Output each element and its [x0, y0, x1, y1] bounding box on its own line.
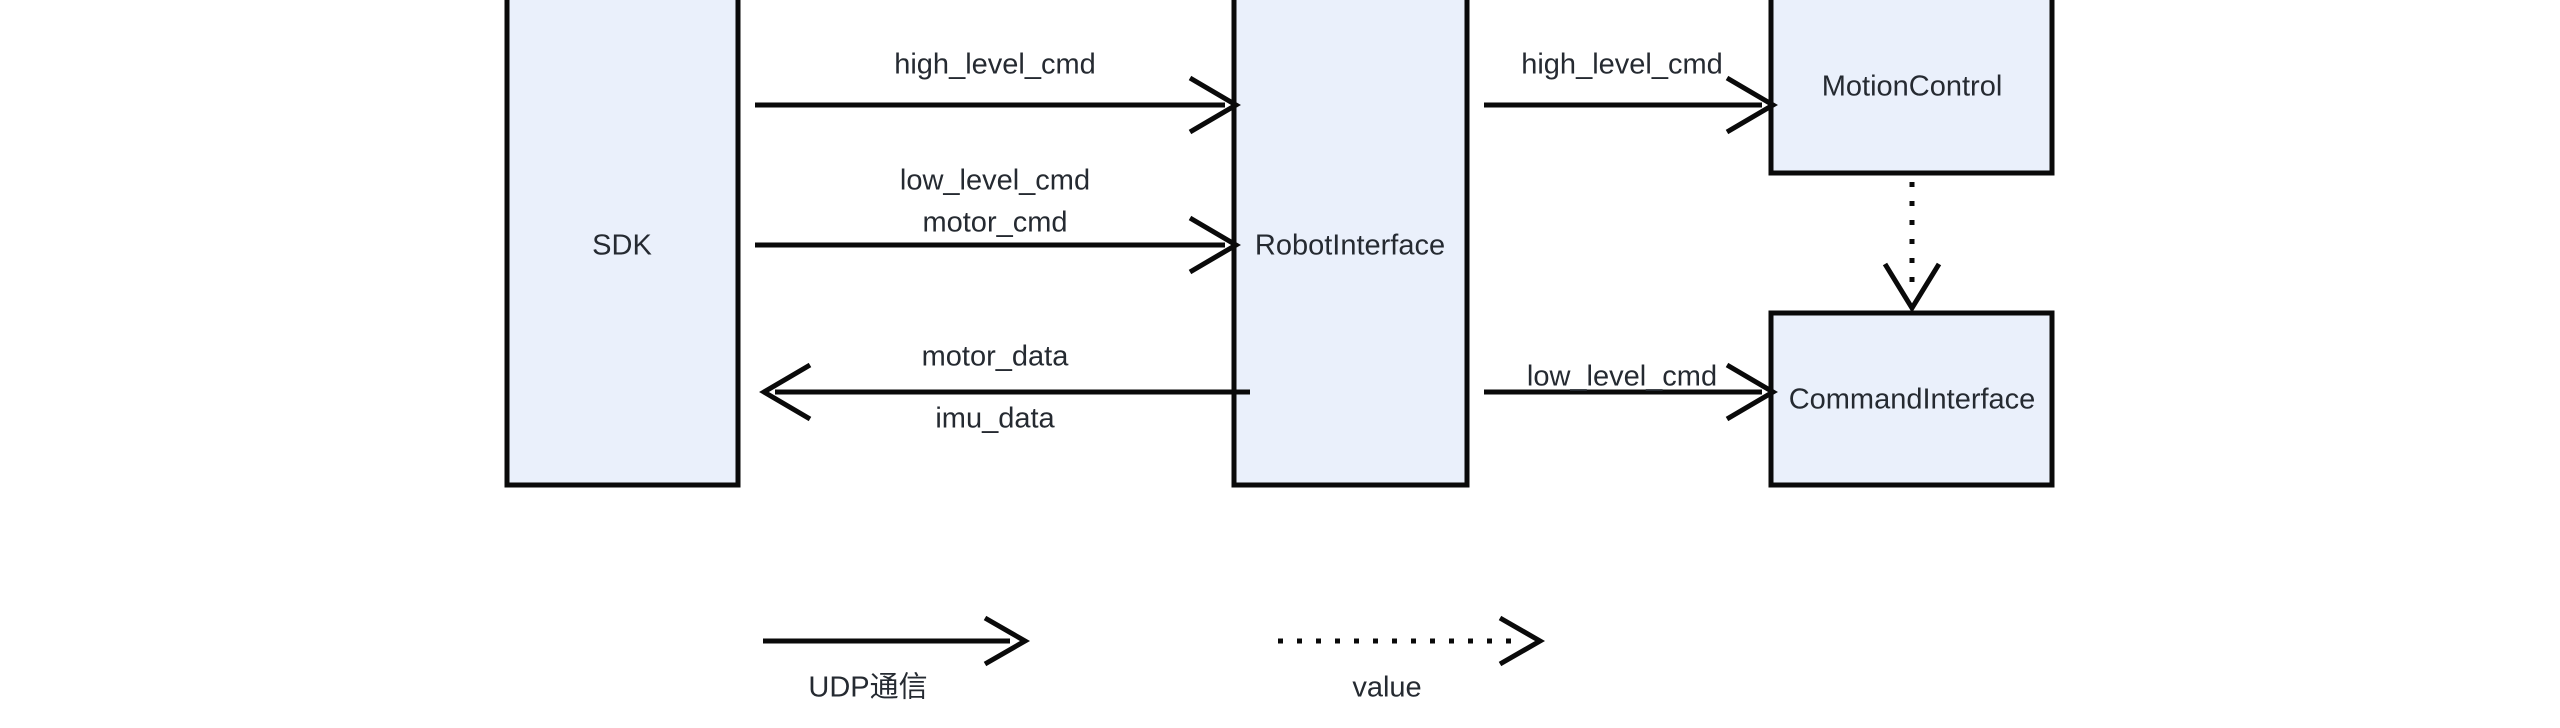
node-robot-interface-label: RobotInterface — [1255, 230, 1445, 262]
arrowhead-icon — [759, 362, 812, 422]
arrowhead-icon — [983, 615, 1031, 667]
edge-label-high-level-cmd-1: high_level_cmd — [894, 49, 1096, 81]
arrowhead-icon — [1498, 615, 1546, 667]
node-command-interface-label: CommandInterface — [1789, 384, 2036, 416]
edge-label-motor-data: motor_data — [922, 341, 1070, 373]
legend-item-udp: UDP通信 — [763, 615, 1031, 704]
edge-label-motor-cmd: motor_cmd — [922, 207, 1067, 239]
node-sdk-rect[interactable] — [504, 0, 741, 488]
arrowhead-icon — [1882, 262, 1942, 313]
arrowhead-icon — [1725, 75, 1778, 135]
edge-label-low-level-cmd-2: low_level_cmd — [1527, 361, 1717, 393]
legend: UDP通信 value — [763, 615, 1546, 704]
node-robot-interface[interactable]: RobotInterface — [1231, 0, 1470, 488]
legend-label-value: value — [1352, 672, 1421, 704]
edge-sdk-to-robotinterface-low-level-cmd[interactable]: low_level_cmd motor_cmd — [755, 165, 1241, 275]
arrowhead-icon — [1725, 362, 1778, 422]
arrowhead-icon — [1188, 215, 1241, 275]
edge-robotinterface-to-commandinterface[interactable]: low_level_cmd — [1484, 361, 1778, 422]
edge-label-low-level-cmd-1: low_level_cmd — [900, 165, 1090, 197]
edge-robotinterface-to-sdk-data[interactable]: motor_data imu_data — [759, 341, 1250, 435]
legend-label-udp: UDP通信 — [808, 671, 927, 704]
node-command-interface[interactable]: CommandInterface — [1768, 310, 2055, 488]
node-sdk-label: SDK — [592, 230, 652, 262]
node-motion-control-rect[interactable] — [1768, 0, 2055, 176]
edge-label-imu-data: imu_data — [935, 403, 1055, 435]
node-robot-interface-rect[interactable] — [1231, 0, 1470, 488]
edge-motioncontrol-to-commandinterface-value[interactable] — [1882, 182, 1942, 313]
edge-sdk-to-robotinterface-high-level-cmd[interactable]: high_level_cmd — [755, 49, 1241, 135]
legend-item-value: value — [1278, 615, 1546, 704]
node-motion-control-label: MotionControl — [1822, 71, 2003, 103]
edge-robotinterface-to-motioncontrol[interactable]: high_level_cmd — [1484, 49, 1778, 135]
node-sdk[interactable]: SDK — [504, 0, 741, 488]
arrowhead-icon — [1188, 75, 1241, 135]
node-motion-control[interactable]: MotionControl — [1768, 0, 2055, 176]
edge-label-high-level-cmd-2: high_level_cmd — [1521, 49, 1723, 81]
node-command-interface-rect[interactable] — [1768, 310, 2055, 488]
